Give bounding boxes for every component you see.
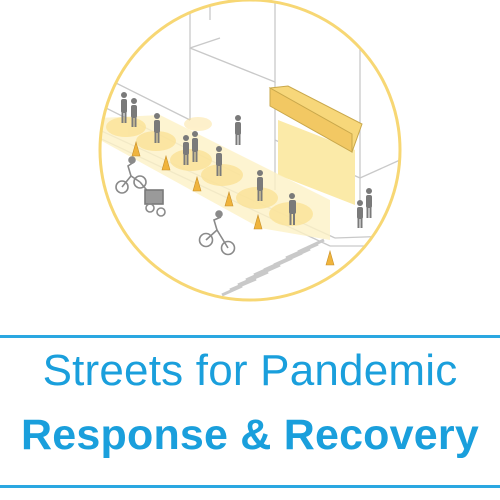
streetscape-illustration — [98, 0, 402, 302]
storefront-awning-illustration — [268, 85, 363, 205]
traffic-cones — [131, 140, 335, 266]
divider-top — [0, 335, 500, 338]
divider-bottom — [0, 485, 500, 488]
title-line-2: Response & Recovery — [21, 411, 479, 459]
cyclist-illustration — [198, 210, 236, 256]
crosswalk-stripes — [221, 238, 325, 297]
cyclist-with-trailer-illustration — [115, 156, 166, 217]
illustration-ring — [98, 0, 402, 302]
pedestrian-figures — [121, 92, 372, 228]
title-line-1: Streets for Pandemic — [42, 346, 458, 395]
